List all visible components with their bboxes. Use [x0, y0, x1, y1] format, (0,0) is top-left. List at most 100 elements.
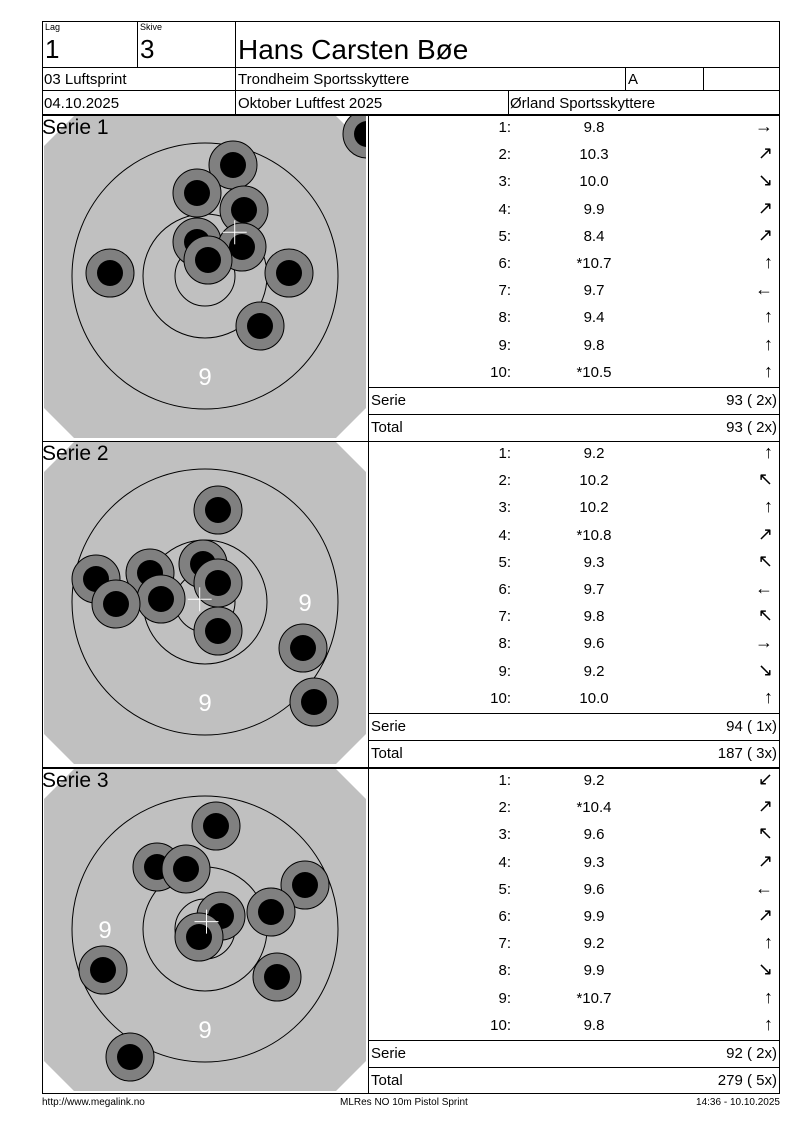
shot-row: 6:9.7←: [369, 577, 779, 604]
shot-number: 5:: [498, 880, 511, 898]
shot-score: 9.2: [583, 772, 605, 789]
shot-score: 10.0: [579, 689, 609, 707]
shot-hole-center: [247, 313, 273, 339]
shot-number: 5:: [498, 227, 511, 245]
serie-value: 92 ( 2x): [726, 1045, 777, 1062]
shot-score: *10.7: [576, 989, 612, 1007]
serie-label: Serie: [371, 392, 407, 409]
shot-number: 7:: [498, 282, 511, 300]
series-title: Serie 1: [42, 116, 109, 139]
shot-score: 8.4: [583, 227, 605, 245]
serie-value: 93 ( 2x): [726, 392, 777, 409]
shot-hole-center: [186, 924, 212, 950]
host-club: Ørland Sportsskyttere: [510, 95, 656, 112]
shot-hole-center: [195, 247, 221, 273]
total-label: Total: [371, 1072, 403, 1089]
shot-row: 3:9.6↖: [369, 822, 779, 849]
total-value: 279 ( 5x): [717, 1072, 777, 1089]
direction-arrow-icon: ↗: [757, 905, 773, 925]
shot-score: 10.2: [579, 472, 609, 490]
direction-arrow-icon: ↑: [764, 986, 773, 1007]
shot-hole-center: [205, 497, 231, 523]
divider: [368, 441, 369, 767]
shot-score: *10.5: [576, 363, 612, 381]
shot-score: *10.4: [576, 799, 612, 817]
shot-row: 8:9.9↘: [369, 958, 779, 985]
shot-row: 2:*10.4↗: [369, 795, 779, 822]
ring-number-label: 9: [198, 690, 211, 717]
shot-number: 8:: [498, 635, 511, 653]
shot-score: 9.4: [583, 309, 605, 327]
shot-row: 2:10.2↖: [369, 468, 779, 495]
direction-arrow-icon: ↗: [757, 197, 773, 218]
shot-hole-center: [231, 197, 257, 223]
shot-hole-center: [301, 689, 327, 715]
shot-hole-center: [290, 635, 316, 661]
shot-row: 1:9.2↙: [369, 768, 779, 795]
total-row: Total 279 ( 5x): [369, 1067, 779, 1094]
shot-number: 2:: [498, 146, 511, 164]
date: 04.10.2025: [44, 95, 120, 112]
shot-row: 5:9.3↖: [369, 550, 779, 577]
shot-score: 9.7: [583, 282, 605, 300]
shot-hole-center: [276, 260, 302, 286]
direction-arrow-icon: ↑: [764, 442, 773, 462]
direction-arrow-icon: ↘: [757, 170, 773, 191]
shot-row: 10:9.8↑: [369, 1013, 779, 1040]
shot-score: 9.7: [583, 581, 605, 598]
shot-number: 3:: [498, 173, 511, 191]
direction-arrow-icon: ↗: [757, 224, 773, 245]
shot-row: 7:9.2↑: [369, 931, 779, 958]
direction-arrow-icon: ↗: [757, 143, 773, 164]
direction-arrow-icon: ←: [755, 279, 773, 300]
shot-score: 9.8: [583, 336, 605, 354]
footer-url[interactable]: http://www.megalink.no: [42, 1097, 145, 1108]
footer-timestamp: 14:36 - 10.10.2025: [696, 1097, 780, 1108]
ring-number-label: 9: [198, 1017, 211, 1044]
shot-row: 10:10.0↑: [369, 686, 779, 713]
shot-number: 4:: [498, 200, 511, 218]
lag-value: 1: [45, 34, 60, 64]
shot-row: 3:10.2↑: [369, 495, 779, 522]
direction-arrow-icon: ↗: [757, 523, 773, 544]
shot-number: 9:: [498, 662, 511, 680]
shot-hole-center: [97, 260, 123, 286]
skive-cell: Skive 3: [137, 21, 236, 68]
direction-arrow-icon: ←: [755, 877, 773, 898]
shot-row: 4:9.3↗: [369, 850, 779, 877]
shot-number: 9:: [498, 989, 511, 1007]
shot-number: 3:: [498, 499, 511, 517]
series-block: [42, 768, 780, 1094]
shot-row: 6:9.9↗: [369, 904, 779, 931]
shot-hole-center: [292, 872, 318, 898]
direction-arrow-icon: ↑: [764, 360, 773, 381]
direction-arrow-icon: ↑: [764, 252, 773, 272]
skive-label: Skive: [140, 22, 163, 32]
direction-arrow-icon: ↑: [764, 932, 773, 953]
series-title: Serie 3: [42, 769, 109, 792]
shot-row: 9:9.2↘: [369, 659, 779, 686]
shot-number: 9:: [498, 336, 511, 354]
shot-score: *10.8: [576, 526, 612, 544]
direction-arrow-icon: ↘: [757, 659, 773, 680]
direction-arrow-icon: ↖: [757, 469, 773, 490]
target-image: 9: [44, 116, 366, 438]
target-ring: [71, 142, 339, 410]
shot-row: 7:9.8↖: [369, 604, 779, 631]
shot-number: 7:: [498, 935, 511, 953]
serie-label: Serie: [371, 1045, 407, 1062]
shot-hole-center: [173, 856, 199, 882]
skive-value: 3: [140, 34, 155, 64]
shot-number: 5:: [498, 553, 511, 571]
ring-number-label: 9: [98, 917, 111, 944]
direction-arrow-icon: ↘: [757, 959, 773, 980]
divider: [508, 90, 509, 115]
shot-row: 5:9.6←: [369, 877, 779, 904]
shot-hole-center: [264, 964, 290, 990]
direction-arrow-icon: ←: [755, 578, 773, 598]
shot-number: 1:: [498, 119, 511, 136]
target-image: 99: [44, 769, 366, 1091]
shot-number: 10:: [490, 363, 511, 381]
shot-score: 9.8: [583, 119, 605, 136]
